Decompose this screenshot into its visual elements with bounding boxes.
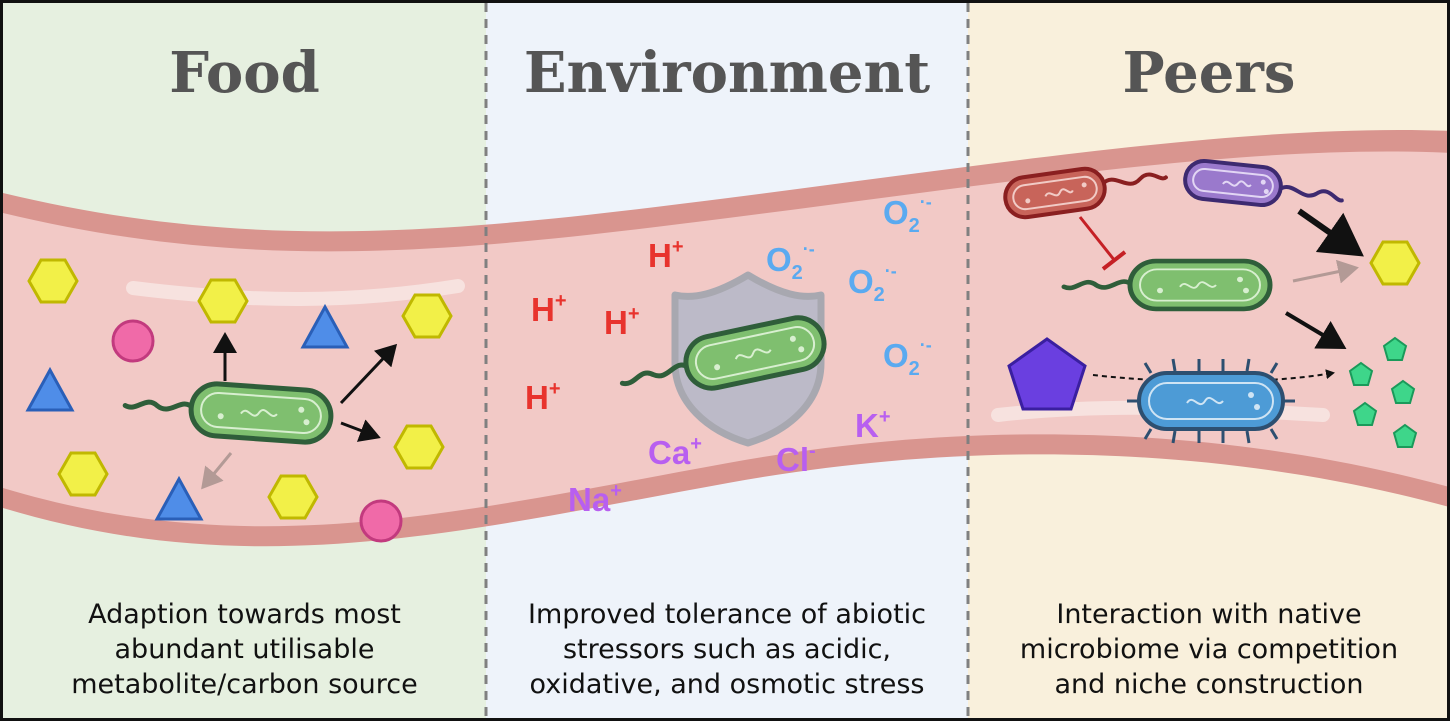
panel-caption-environment: Improved tolerance of abiotic stressors …: [486, 597, 968, 707]
competition-arrow: [1297, 208, 1364, 257]
metabolite-hexagon: [393, 424, 445, 470]
caption-line: and niche construction: [1054, 669, 1364, 700]
production-arrow: [1284, 311, 1347, 350]
ion-proton: H+: [648, 236, 684, 274]
caption-line: Adaption towards most: [88, 599, 401, 630]
metabolite-circle: [111, 319, 155, 363]
caption-line: stressors such as acidic,: [562, 634, 892, 665]
ion-potassium: K+: [855, 406, 891, 444]
bacterium-blue: [1127, 358, 1295, 444]
caption-line: microbiome via competition: [1019, 634, 1399, 665]
inhibition-line: [1078, 216, 1117, 262]
substrate-pentagon: [1007, 337, 1087, 411]
metabolite-hexagon: [1369, 240, 1421, 286]
caption-line: Interaction with native: [1056, 599, 1362, 630]
ion-proton: H+: [604, 303, 640, 341]
ion-superoxide: O2·-: [883, 192, 932, 237]
ion-superoxide: O2·-: [848, 261, 897, 306]
panel-title-peers: Peers: [1122, 40, 1296, 106]
caption-line: abundant utilisable: [114, 634, 375, 665]
caption-line: Improved tolerance of abiotic: [528, 599, 926, 630]
metabolite-circle: [359, 499, 403, 543]
panel-caption-peers: Interaction with native microbiome via c…: [968, 597, 1447, 707]
ion-superoxide: O2·-: [883, 335, 932, 380]
caption-line: oxidative, and osmotic stress: [529, 669, 925, 700]
ion-proton: H+: [525, 378, 561, 416]
illustration: H+ H+ H+ H+ O2·- O2·- O2·- O2·- Ca+ Cl- …: [3, 3, 1447, 718]
bacterium-purple: [1183, 158, 1344, 208]
inhibition-bar: [1101, 250, 1127, 271]
metabolite-hexagon: [267, 474, 319, 520]
ion-chloride: Cl-: [776, 440, 816, 478]
weak-arrow: [201, 452, 233, 490]
bacterium-red: [1003, 166, 1168, 220]
ion-sodium: Na+: [568, 480, 622, 518]
weak-arrow: [1292, 259, 1359, 284]
panel-title-environment: Environment: [523, 40, 931, 106]
panel-caption-food: Adaption towards most abundant utilisabl…: [3, 597, 486, 707]
panel-title-food: Food: [169, 40, 320, 106]
metabolite-hexagon: [401, 293, 453, 339]
ion-proton: H+: [531, 290, 567, 328]
ion-superoxide: O2·-: [766, 239, 815, 284]
uptake-arrow: [340, 419, 381, 442]
metabolite-hexagon: [197, 278, 249, 324]
metabolite-hexagon: [27, 258, 79, 304]
ion-calcium: Ca+: [648, 433, 702, 471]
caption-line: metabolite/carbon source: [71, 669, 418, 700]
uptake-arrow: [339, 343, 398, 405]
metabolite-hexagon: [57, 451, 109, 497]
mucus-streak: [126, 279, 465, 307]
